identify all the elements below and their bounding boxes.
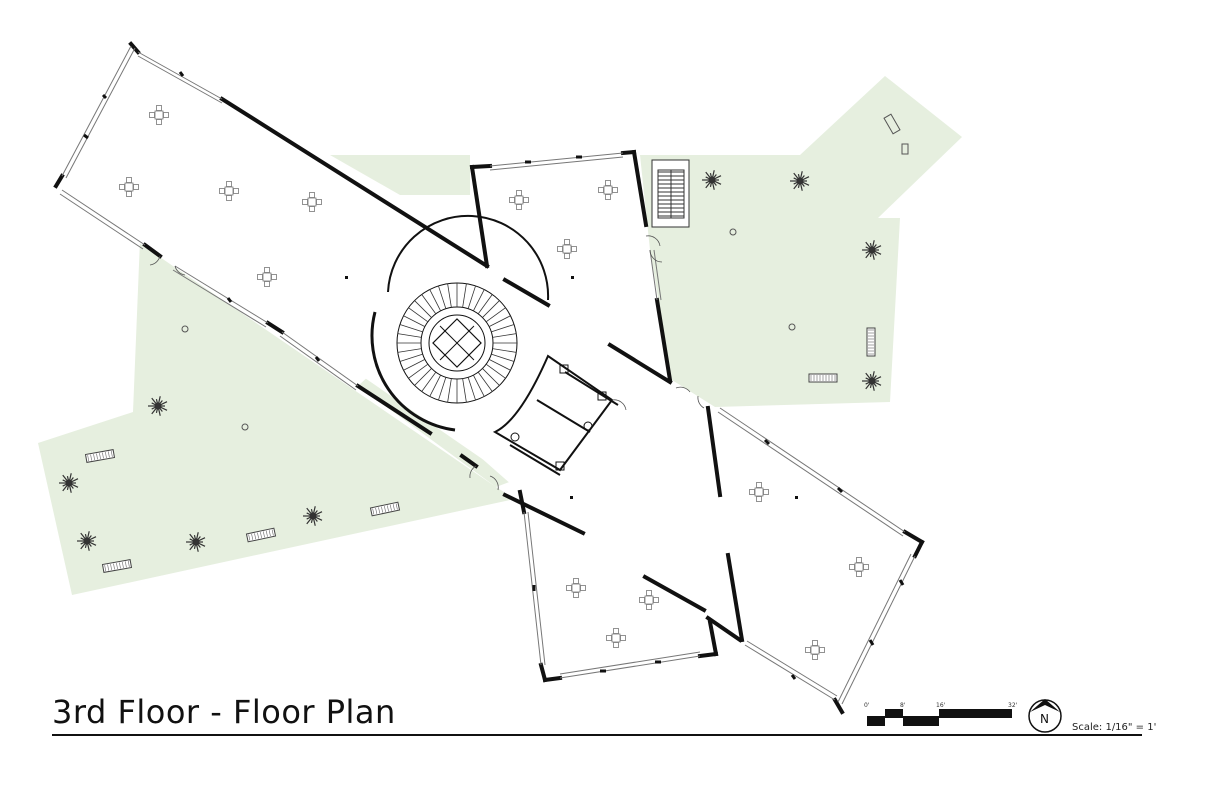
landscape-east [640,76,962,407]
wall-n-east [631,149,649,228]
wall-nw-ne-long [219,96,490,269]
tree-icon [702,170,722,190]
lounge-chair-icon [883,113,901,135]
doors [149,235,705,491]
bench-icon [808,373,838,383]
glazing-se-ne [719,407,906,533]
table-cluster-icon [219,181,239,201]
north-arrow-label: N [1040,712,1049,726]
table-clusters [119,105,869,660]
scale-tick-16: 16' [936,702,946,709]
table-cluster-icon [509,190,529,210]
wall-nw-sw-seg1 [142,242,163,259]
wall-n-north1 [469,163,493,170]
chair-icon [729,228,737,236]
scale-tick-8: 8' [900,702,906,709]
table-cluster-icon [119,177,139,197]
tree-icon [186,532,206,552]
trees [59,170,882,552]
outdoor-furniture [181,113,909,431]
bench-icon [84,449,116,463]
table-cluster-icon [257,267,277,287]
table-cluster-icon [639,590,659,610]
table-cluster-icon [805,640,825,660]
tree-icon [77,531,97,551]
wall-core-b [607,342,673,385]
wall-s-core [705,615,743,643]
table-cluster-icon [557,239,577,259]
wall-se-east [902,529,925,545]
wing-northwest [56,44,496,487]
tree-icon [862,240,882,260]
wall-core-a [502,277,551,308]
benches [84,327,876,573]
scale-bar [867,709,1012,726]
lounge-chair-icon [901,143,909,155]
scale-tick-0: 0' [864,702,870,709]
columns [345,276,798,499]
spiral-stair [370,214,550,432]
wall-nw-sw-seg2 [265,320,285,335]
north-arrow-icon [1028,699,1062,733]
wall-core-d [642,574,707,613]
table-cluster-icon [849,557,869,577]
tree-icon [303,506,323,526]
stair-treads [397,283,517,403]
glazing-se-east [841,555,916,705]
egress-stair [651,159,690,228]
table-cluster-icon [149,105,169,125]
mullions [83,71,905,680]
wall-nw-west [53,173,65,189]
glazing [59,45,916,705]
wall-s-east [707,619,719,657]
tree-icon [862,371,882,391]
bench-icon [369,501,401,517]
wall-nw-sw-seg4 [459,453,479,469]
glazing-nw-sw [61,189,146,246]
tree-icon [148,396,168,416]
wall-se-south [832,697,845,715]
title-underline [52,734,1142,736]
wall-se-east2 [912,539,925,559]
table-cluster-icon [302,192,322,212]
landscape-areas [38,76,962,595]
wall-s-south [697,651,719,659]
bench-icon [866,327,876,357]
table-cluster-icon [749,482,769,502]
wall-se-north [705,405,723,498]
wing-south [520,492,716,680]
glazing-n-east [649,249,658,301]
scale-note: Scale: 1/16" = 1' [1072,722,1157,733]
restroom-block [492,354,619,476]
wall-core-c [502,492,586,536]
wall-s-west [538,662,548,683]
wall-n-east2 [654,297,673,383]
landscape-north-band [330,155,470,195]
table-cluster-icon [598,180,618,200]
scale-tick-32: 32' [1008,702,1018,709]
glazing-s-south [559,655,701,679]
tree-icon [59,473,79,493]
chair-icon [241,423,249,431]
landscape-west [38,240,520,595]
tree-icon [790,171,810,191]
chair-icon [181,325,189,333]
bench-icon [245,527,277,543]
chair-icon [788,323,796,331]
page-title: 3rd Floor - Floor Plan [52,693,396,731]
glazing-nw-north [137,51,223,100]
table-cluster-icon [566,578,586,598]
wall-s-southwest [542,675,563,683]
glazing-se-sw [744,644,836,701]
glazing-nw-west [61,45,132,177]
stair-core-wall [370,311,456,432]
bench-icon [101,559,133,573]
wall-nw-sw-seg3 [355,383,433,436]
glazing-n-north [489,152,624,167]
table-cluster-icon [606,628,626,648]
wall-core-e [725,552,745,643]
